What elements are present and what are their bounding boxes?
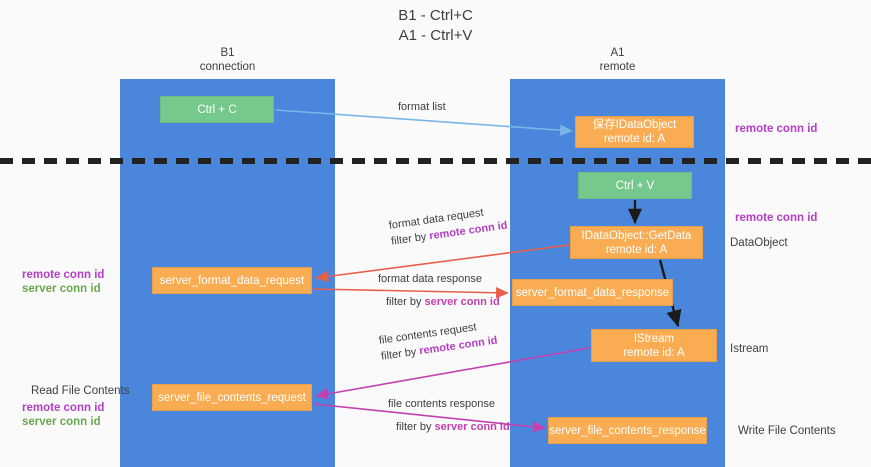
- edge-label-format-data-response-filter: filter by server conn id: [386, 295, 500, 309]
- title-line-2: A1 - Ctrl+V: [398, 27, 473, 44]
- node-istream-label: IStream: [633, 332, 675, 345]
- filter-prefix: filter by: [386, 296, 425, 308]
- node-ctrl-c-label: Ctrl + C: [197, 103, 237, 116]
- filter-prefix: filter by: [390, 230, 431, 248]
- edge-label-format-list-text: format list: [398, 101, 446, 113]
- annotation-left-remote-conn-id-2: remote conn id: [22, 402, 105, 414]
- node-istream-sublabel: remote id: A: [623, 346, 685, 359]
- edge-label-file-contents-response: file contents response filter by server …: [388, 397, 510, 434]
- annotation-istream: Istream: [730, 343, 769, 355]
- edge-label-file-contents-response-filter: filter by server conn id: [396, 420, 510, 434]
- edge-label-format-data-response-text: format data response: [378, 273, 482, 285]
- filter-prefix: filter by: [380, 345, 421, 363]
- annotation-read-file-contents: Read File Contents: [31, 385, 130, 397]
- annotation-write-file-contents: Write File Contents: [738, 425, 836, 437]
- page-title: B1 - Ctrl+C A1 - Ctrl+V: [0, 6, 871, 46]
- annotation-dataobject: DataObject: [730, 237, 788, 249]
- node-server-file-contents-request-label: server_file_contents_request: [158, 391, 306, 404]
- filter-prefix: filter by: [396, 421, 435, 433]
- swimlane-b1-subtitle: connection: [199, 61, 256, 73]
- node-istream[interactable]: IStream remote id: A: [591, 329, 717, 362]
- node-ctrl-v-label: Ctrl + V: [615, 179, 655, 192]
- node-server-file-contents-request[interactable]: server_file_contents_request: [152, 384, 312, 411]
- annotation-left-server-conn-id-1: server conn id: [22, 283, 101, 295]
- swimlane-header-b1: B1 connection: [120, 46, 335, 74]
- swimlane-a1-name: A1: [610, 47, 625, 59]
- edge-label-file-contents-request: file contents request filter by remote c…: [378, 318, 498, 364]
- annotation-remote-conn-id-mid: remote conn id: [735, 212, 818, 224]
- edge-label-format-data-response: format data response filter by server co…: [378, 272, 500, 309]
- annotation-left-conn-ids-1: remote conn id server conn id: [22, 268, 104, 296]
- node-ctrl-c[interactable]: Ctrl + C: [160, 96, 274, 123]
- node-save-idataobject[interactable]: 保存IDataObject remote id: A: [575, 116, 694, 148]
- node-server-file-contents-response-label: server_file_contents_response: [549, 424, 706, 437]
- annotation-left-remote-conn-id-1: remote conn id: [22, 269, 105, 281]
- edge-label-format-data-request: format data request filter by remote con…: [388, 203, 508, 249]
- swimlane-b1-name: B1: [220, 47, 235, 59]
- node-server-format-data-request-label: server_format_data_request: [159, 274, 305, 287]
- edge-label-file-contents-response-text: file contents response: [388, 398, 496, 410]
- edge-label-format-list: format list: [398, 100, 446, 114]
- title-line-1: B1 - Ctrl+C: [398, 7, 473, 24]
- node-idataobject-getdata[interactable]: IDataObject::GetData remote id: A: [570, 226, 703, 259]
- filter-key-server-conn-id: server conn id: [424, 296, 500, 308]
- node-server-format-data-request[interactable]: server_format_data_request: [152, 267, 312, 294]
- node-save-idataobject-label: 保存IDataObject: [592, 119, 677, 131]
- node-server-format-data-response-label: server_format_data_response: [515, 286, 670, 299]
- annotation-remote-conn-id-top: remote conn id: [735, 123, 818, 135]
- swimlane-header-a1: A1 remote: [510, 46, 725, 74]
- annotation-left-conn-ids-2: remote conn id server conn id: [22, 401, 104, 429]
- filter-key-server-conn-id: server conn id: [434, 421, 510, 433]
- annotation-left-server-conn-id-2: server conn id: [22, 416, 101, 428]
- swimlane-a1-subtitle: remote: [599, 61, 636, 73]
- node-save-idataobject-sublabel: remote id: A: [603, 133, 666, 145]
- node-server-format-data-response[interactable]: server_format_data_response: [512, 279, 673, 306]
- node-idataobject-getdata-label: IDataObject::GetData: [581, 229, 692, 242]
- node-idataobject-getdata-sublabel: remote id: A: [605, 243, 668, 256]
- node-ctrl-v[interactable]: Ctrl + V: [578, 172, 692, 199]
- node-server-file-contents-response[interactable]: server_file_contents_response: [548, 417, 707, 444]
